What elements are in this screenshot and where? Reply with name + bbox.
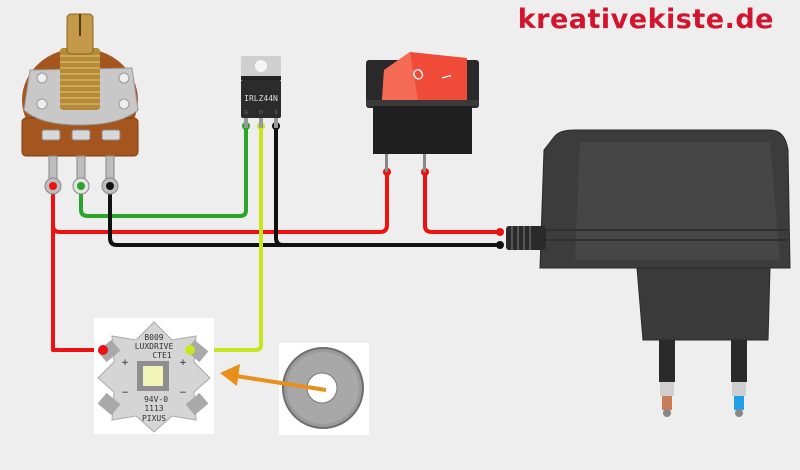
led-text-94v0: 94V-0 [144, 395, 168, 404]
led-text-cte1: CTE1 [152, 351, 171, 360]
wire-red-pot-to-led [51, 224, 105, 352]
led-text-1113: 1113 [144, 404, 163, 413]
led-plus-left: + [121, 358, 129, 368]
wire-green-pot-to-gate [79, 126, 248, 218]
wires [51, 126, 502, 352]
power-adapter [506, 129, 791, 417]
dot-adapter-red [496, 228, 504, 236]
mosfet-pin-d: D [259, 110, 263, 116]
led-minus-right: − [179, 388, 187, 398]
switch-on-symbol: I [437, 73, 452, 81]
wire-red-switch-to-adapter [423, 170, 502, 234]
arrow-washer-to-led [220, 364, 327, 392]
brand-logo: kreativekiste.de [517, 4, 774, 35]
plug-pin-left [662, 396, 672, 410]
led-star-board: B009 LUXDRIVE CTE1 94V-0 1113 PIXUS + + … [94, 318, 214, 434]
dot-adapter-black [496, 241, 504, 249]
wire-yellow-drain-to-led [188, 126, 263, 352]
led-minus-left: − [121, 388, 129, 398]
led-text-pixus: PIXUS [142, 414, 166, 423]
mosfet-label: IRLZ44N [244, 94, 278, 103]
potentiometer [21, 13, 139, 195]
rocker-switch: O I [366, 52, 479, 172]
led-text-b009: B009 [144, 333, 163, 342]
led-text-luxdrive: LUXDRIVE [135, 342, 174, 351]
wire-black-source-to-ground [274, 126, 285, 247]
wire-black-pot-to-adapter [108, 186, 502, 247]
led-plus-right: + [179, 358, 187, 368]
mosfet-irlz44n: IRLZ44N G D S [241, 56, 281, 128]
mosfet-pin-s: S [274, 110, 277, 116]
wire-red-pot-to-switch [51, 170, 389, 234]
plug-pin-right [734, 396, 744, 410]
mosfet-pin-g: G [244, 110, 248, 116]
